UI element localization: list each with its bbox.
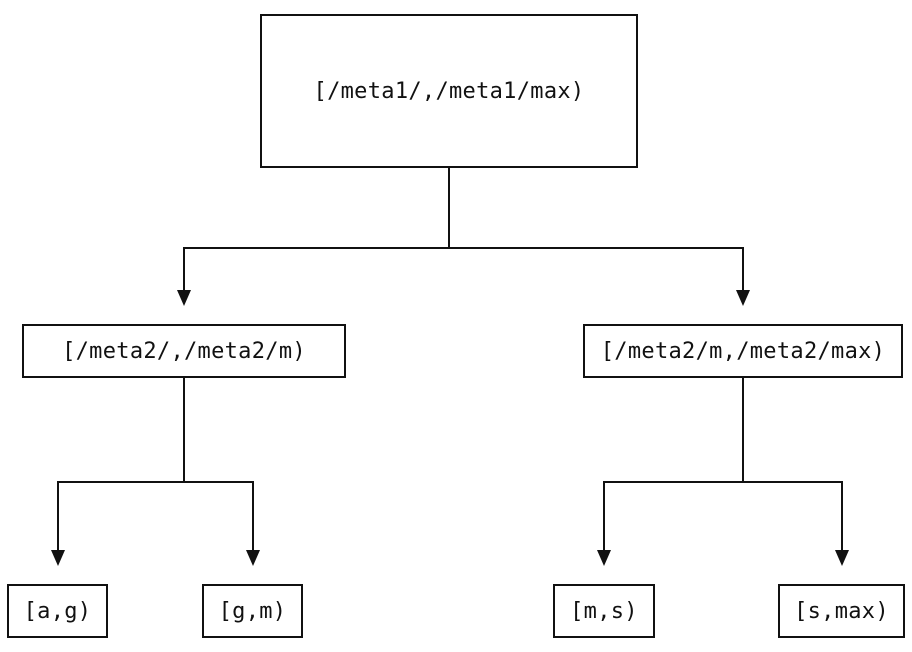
arrowhead-to-leaf-ms <box>597 550 611 566</box>
node-leaf-ms: [m,s) <box>553 584 655 638</box>
node-leaf-gm: [g,m) <box>202 584 303 638</box>
node-root-interval: [/meta1/,/meta1/max) <box>260 14 638 168</box>
arrowhead-to-leaf-smax <box>835 550 849 566</box>
arrowhead-to-leaf-ag <box>51 550 65 566</box>
node-left-interval: [/meta2/,/meta2/m) <box>22 324 346 378</box>
edge-left-children <box>51 378 260 566</box>
arrowhead-to-left-node <box>177 290 191 306</box>
arrowhead-to-right-node <box>736 290 750 306</box>
edge-right-children <box>597 378 849 566</box>
edge-root-children <box>177 168 750 306</box>
node-leaf-ag: [a,g) <box>7 584 108 638</box>
node-right-interval: [/meta2/m,/meta2/max) <box>583 324 903 378</box>
arrowhead-to-leaf-gm <box>246 550 260 566</box>
node-leaf-smax: [s,max) <box>778 584 905 638</box>
